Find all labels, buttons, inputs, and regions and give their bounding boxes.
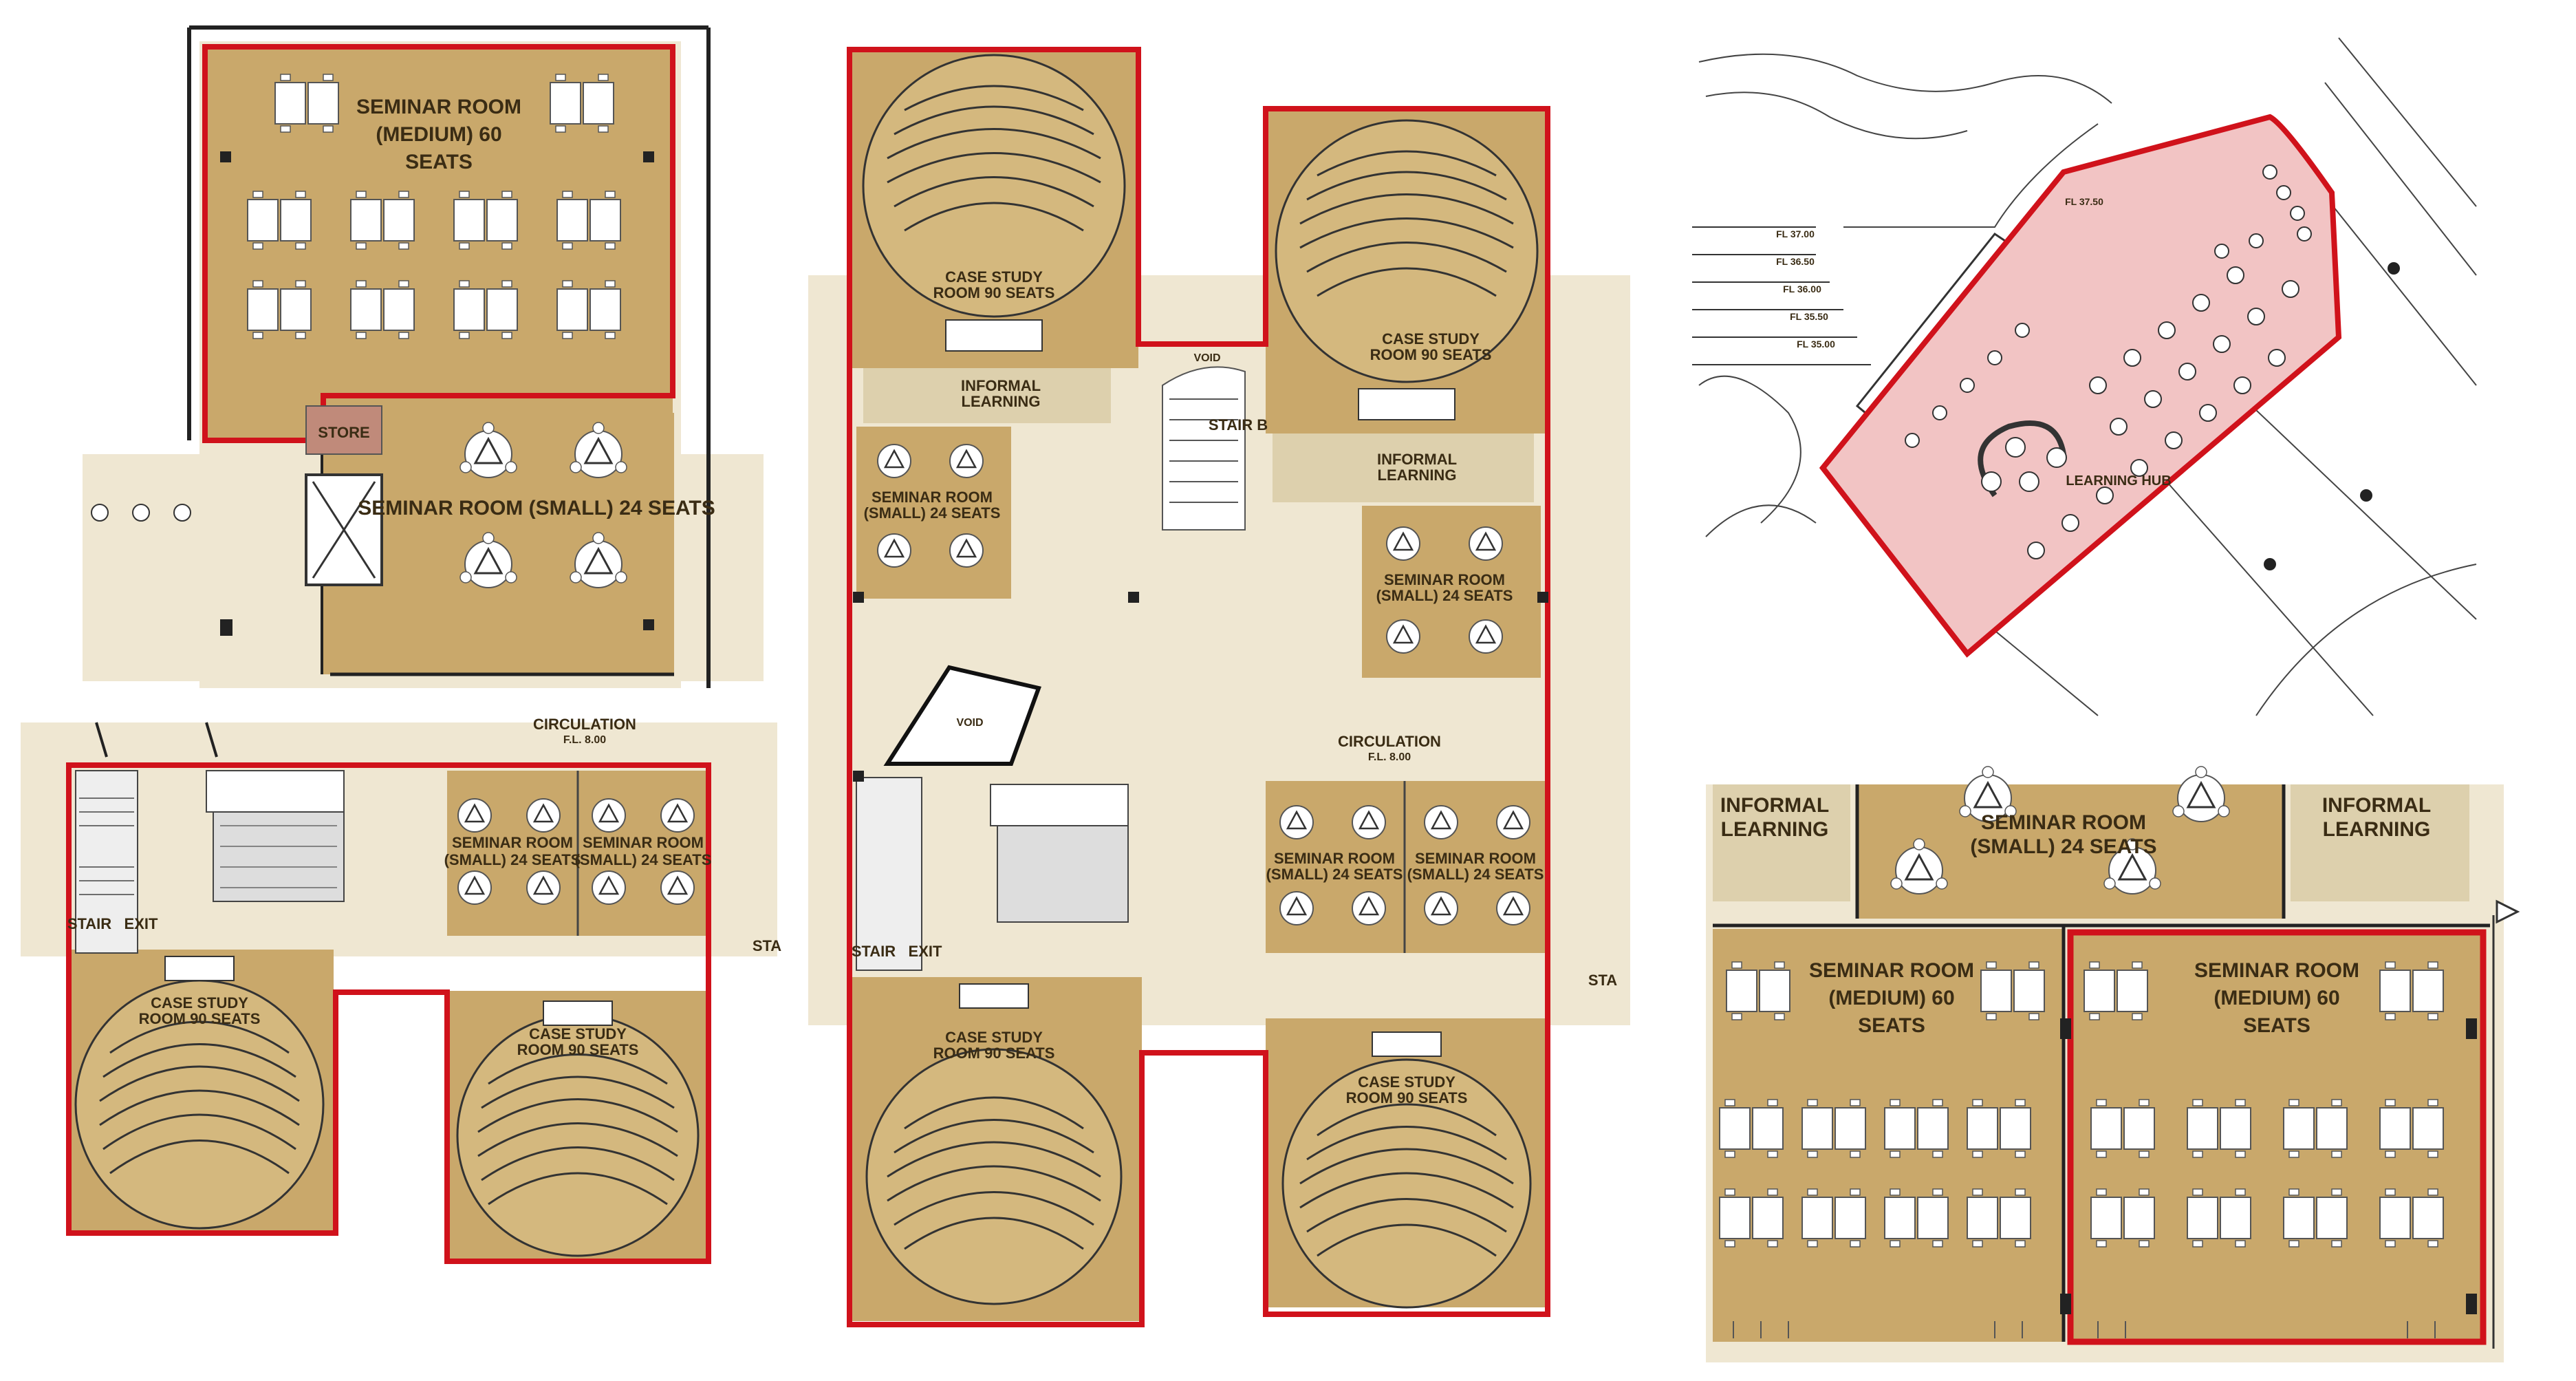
seminar-small-label: (SMALL) 24 SEATS [444,851,581,868]
seminar-medium-label: (MEDIUM) 60 [376,123,501,146]
stair-icon [1162,366,1246,531]
seminar-small-label: SEMINAR ROOM [1274,850,1395,867]
case-study-label: ROOM 90 SEATS [517,1041,639,1058]
informal-learning-label: LEARNING [2323,818,2431,841]
exit-label: EXIT [909,943,942,960]
seminar-medium-label: (MEDIUM) 60 [2214,987,2339,1009]
stair-label: STAIR [852,943,896,960]
stair-label: STA [753,937,781,954]
seminar-small-label: (SMALL) 24 SEATS [1376,587,1513,604]
room-outline [66,762,711,1264]
level-tag: FL 35.50 [1790,311,1828,322]
case-study-label: ROOM 90 SEATS [1370,346,1492,363]
seminar-small-label: (SMALL) 24 SEATS [575,851,712,868]
case-study-label: CASE STUDY [1358,1073,1455,1091]
seminar-small-label: (SMALL) 24 SEATS [864,504,1001,522]
panel-main-floor-plan: CASE STUDY ROOM 90 SEATS CASE STUDY ROOM… [808,47,1630,1327]
level-tag: FL 35.00 [1797,339,1835,350]
seminar-medium-label: SEMINAR ROOM [356,96,521,118]
case-study-room-top-left [862,54,1126,318]
case-study-label: ROOM 90 SEATS [139,1010,261,1027]
seminar-small-label: SEMINAR ROOM [872,489,993,506]
seminar-small-label: SEMINAR ROOM [452,834,573,851]
informal-learning-label: LEARNING [1721,818,1829,841]
level-tag: FL 37.00 [1776,228,1815,239]
room-outline [2067,929,2487,1345]
panel-seminar-medium-plan: SEMINAR ROOM (MEDIUM) 60 SEATS STORE SEM… [83,25,764,688]
case-study-label: ROOM 90 SEATS [1346,1089,1468,1106]
lift-icon [305,473,383,586]
seminar-medium-label: SEMINAR ROOM [2194,959,2359,982]
column-icon [2060,1018,2477,1314]
panel-lower-ground-plan: STAIR EXIT CIRCULATION F.L. 8.00 SEMINAR… [21,716,781,1264]
room-outline [202,44,675,443]
informal-learning-label: LEARNING [962,393,1041,410]
circulation-level: F.L. 8.00 [563,734,606,746]
case-study-room-bottom-right [1281,1058,1532,1309]
case-study-room-right [456,1014,700,1257]
case-study-label: CASE STUDY [529,1025,627,1042]
exit-label: EXIT [125,915,158,932]
informal-learning-label: LEARNING [1378,467,1457,484]
seminar-small-label: (SMALL) 24 SEATS [1407,866,1544,883]
seminar-medium-label: SEATS [405,151,473,173]
seminar-medium-label: SEMINAR ROOM [1809,959,1974,982]
case-study-label: CASE STUDY [945,268,1043,286]
seminar-medium-label: (MEDIUM) 60 [1828,987,1954,1009]
case-study-room-left [74,979,325,1230]
informal-learning-label: INFORMAL [961,377,1041,394]
circulation-label: CIRCULATION [1338,733,1441,750]
seminar-medium-label: SEATS [2243,1014,2310,1037]
void-outline [883,665,1041,766]
informal-learning-label: INFORMAL [2322,794,2431,817]
stair-label: STA [1588,972,1617,989]
seminar-small-label: SEMINAR ROOM [583,834,704,851]
case-study-label: CASE STUDY [151,994,248,1011]
learning-hub-outline [1819,114,2342,658]
seminar-small-label: SEMINAR ROOM [1384,571,1505,588]
case-study-label: ROOM 90 SEATS [933,1045,1055,1062]
level-tag: FL 37.50 [2065,196,2103,207]
case-study-label: CASE STUDY [945,1029,1043,1046]
seminar-small-label: (SMALL) 24 SEATS [1970,835,2156,858]
seminar-small-label: (SMALL) 24 SEATS [1266,866,1403,883]
panel-learning-hub-site: LEARNING HUB FL 37.50 FL 37.00 FL 36.50 … [1692,37,2477,719]
case-study-label: ROOM 90 SEATS [933,284,1055,301]
seminar-small-label: SEMINAR ROOM [1981,811,2146,834]
learning-hub-label: LEARNING HUB [2066,473,2171,489]
store-label: STORE [318,424,369,441]
level-tag: FL 36.00 [1783,283,1821,295]
void-label: VOID [1193,352,1220,364]
stair-b-label: STAIR B [1209,416,1268,433]
panel-seminar-medium-detail: INFORMAL LEARNING INFORMAL LEARNING SEMI… [1706,765,2520,1362]
case-study-room-bottom-left [865,1048,1123,1305]
seminar-small-label: SEMINAR ROOM [1415,850,1536,867]
seminar-medium-label: SEATS [1858,1014,1925,1037]
room-outline [847,47,1550,1327]
informal-learning-label: INFORMAL [1377,451,1457,468]
circulation-label: CIRCULATION [533,716,636,733]
stair-label: STAIR [67,915,111,932]
case-study-label: CASE STUDY [1382,330,1480,347]
circulation-level: F.L. 8.00 [1368,751,1411,763]
void-label: VOID [956,717,983,729]
seminar-small-label: SEMINAR ROOM (SMALL) 24 SEATS [358,497,715,520]
case-study-room-top-right [1275,119,1539,383]
level-tag: FL 36.50 [1776,256,1815,267]
informal-learning-label: INFORMAL [1720,794,1829,817]
